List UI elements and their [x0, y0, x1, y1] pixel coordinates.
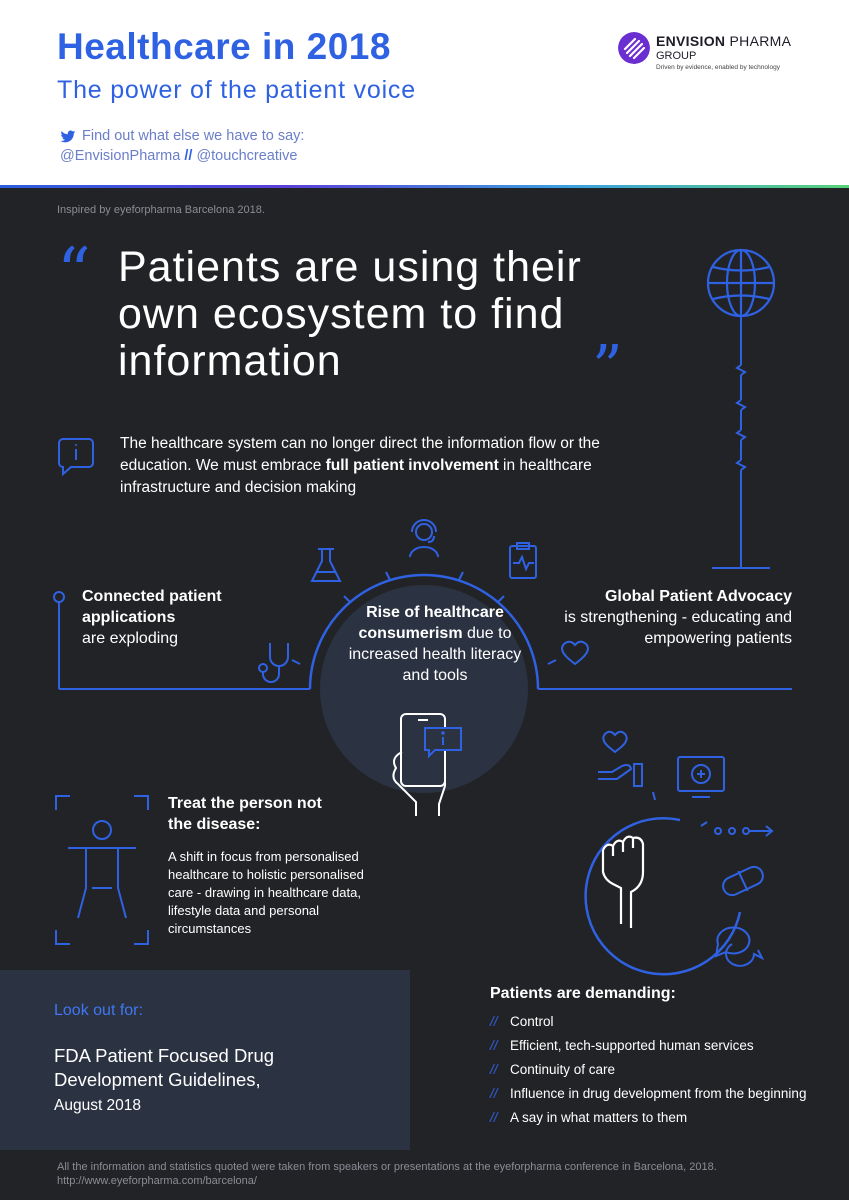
list-item: //Continuity of care: [490, 1062, 616, 1077]
list-item: //Control: [490, 1014, 554, 1029]
footer-source: All the information and statistics quote…: [57, 1161, 717, 1173]
footer-url[interactable]: http://www.eyeforpharma.com/barcelona/: [57, 1175, 257, 1187]
globe-icon: [706, 248, 776, 318]
quote-open-icon: “: [57, 234, 91, 311]
pill-icon: [722, 865, 764, 897]
handle-separator: //: [184, 148, 193, 164]
header-gradient-divider: [0, 185, 849, 188]
list-item: //Influence in drug development from the…: [490, 1086, 807, 1101]
social-handles: @EnvisionPharma // @touchcreative: [60, 148, 297, 164]
demanding-title: Patients are demanding:: [490, 985, 676, 1002]
consumerism-circle: [320, 585, 528, 793]
info-icon: [58, 438, 94, 477]
logo-group: GROUP: [656, 50, 697, 62]
fist-ticks: [652, 791, 708, 827]
handle-touchcreative[interactable]: @touchcreative: [196, 148, 298, 164]
arc-ticks: [291, 571, 557, 665]
stethoscope-icon: [258, 643, 289, 683]
clipboard-heartbeat-icon: [509, 542, 537, 579]
demanding-list: //Control //Efficient, tech-supported hu…: [490, 1013, 820, 1133]
list-item: //Efficient, tech-supported human servic…: [490, 1038, 754, 1053]
header-panel: [0, 0, 849, 185]
fist-icon: [601, 835, 645, 928]
headline: Patients are using their own ecosystem t…: [118, 243, 582, 385]
inspired-note: Inspired by eyeforpharma Barcelona 2018.: [57, 204, 265, 216]
headset-icon: [409, 519, 439, 558]
heart-icon: [561, 640, 589, 666]
twitter-icon: [60, 130, 76, 143]
envision-logo: ENVISION PHARMA GROUP Driven by evidence…: [618, 31, 818, 75]
fist-circle: [584, 817, 742, 976]
list-item: //A say in what matters to them: [490, 1110, 688, 1125]
lookout-body: FDA Patient Focused Drug Development Gui…: [54, 1045, 275, 1114]
info-statement: The healthcare system can no longer dire…: [120, 435, 600, 496]
lookout-label: Look out for:: [54, 1002, 143, 1019]
envision-logo-mark: [618, 32, 650, 64]
footer-note: All the information and statistics quote…: [57, 1160, 827, 1188]
chat-bubbles-icon: [714, 926, 765, 967]
quote-close-icon: ”: [592, 333, 623, 403]
social-prompt: Find out what else we have to say:: [82, 128, 305, 144]
phone-info-bubble: [424, 727, 462, 759]
flask-icon: [310, 548, 342, 582]
logo-name: ENVISION PHARMA: [656, 33, 792, 49]
medical-monitor-icon: [677, 756, 725, 798]
treat-title: Treat the person not the disease:: [168, 795, 322, 833]
page-subtitle: The power of the patient voice: [57, 76, 416, 104]
handle-envisionpharma[interactable]: @EnvisionPharma: [60, 148, 181, 164]
logo-tagline: Driven by evidence, enabled by technolog…: [656, 64, 780, 71]
lookout-panel: [0, 970, 410, 1150]
treat-body: A shift in focus from personalised healt…: [168, 849, 364, 936]
page-title: Healthcare in 2018: [57, 26, 391, 67]
dots-arrow-icon: [714, 825, 774, 837]
person-scan-icon: [55, 795, 149, 945]
hand-heart-icon: [598, 730, 643, 787]
consumerism-text: Rise of healthcare consumerism due to in…: [348, 604, 522, 684]
